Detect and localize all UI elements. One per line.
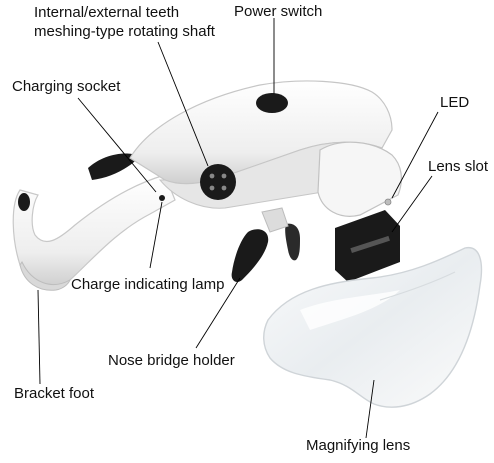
label-charge-lamp: Charge indicating lamp [71, 276, 225, 293]
charge-lamp-dot [159, 195, 165, 201]
leader-line-led [391, 111, 439, 199]
knob-hole-icon [209, 173, 215, 179]
led-housing [317, 141, 402, 217]
label-bracket-foot: Bracket foot [14, 385, 95, 402]
label-power-switch: Power switch [234, 3, 323, 20]
label-nose-bridge: Nose bridge holder [108, 352, 235, 369]
lens-inner-edge [379, 271, 456, 301]
bracket-pad-icon [18, 193, 30, 211]
leader-lines [37, 18, 439, 439]
power-switch-button [256, 93, 288, 113]
lens-slot-gap [350, 235, 390, 254]
rotating-shaft-knob [200, 164, 236, 200]
leader-line-charge-lamp [149, 201, 163, 269]
bracket-foot [19, 260, 71, 291]
nose-pad-left [231, 229, 269, 283]
led-icon [384, 198, 392, 206]
label-shaft-line1: Internal/external teeth [34, 4, 180, 21]
label-led: LED [440, 94, 470, 111]
leader-line-lens-slot [391, 175, 433, 233]
headband-arm [12, 174, 176, 287]
label-lens-slot: Lens slot [428, 158, 489, 175]
knob-hole-icon [221, 173, 227, 179]
leader-line-bracket [37, 289, 41, 385]
knob-hole-icon [221, 185, 227, 191]
knob-hole-icon [209, 185, 215, 191]
leader-line-lens [365, 379, 375, 439]
magnifying-lens [263, 247, 483, 408]
nose-pad-right [285, 223, 300, 261]
leader-line-socket [77, 97, 157, 193]
label-shaft-line2: meshing-type rotating shaft [34, 23, 215, 40]
leader-line-shaft [157, 41, 209, 167]
arm-rear-pad [88, 153, 140, 180]
nose-bridge-stem [261, 207, 289, 233]
label-magnifying-lens: Magnifying lens [306, 437, 411, 454]
label-charging-socket: Charging socket [12, 78, 121, 95]
lens-highlight [300, 290, 400, 330]
leader-line-nose [195, 277, 241, 349]
